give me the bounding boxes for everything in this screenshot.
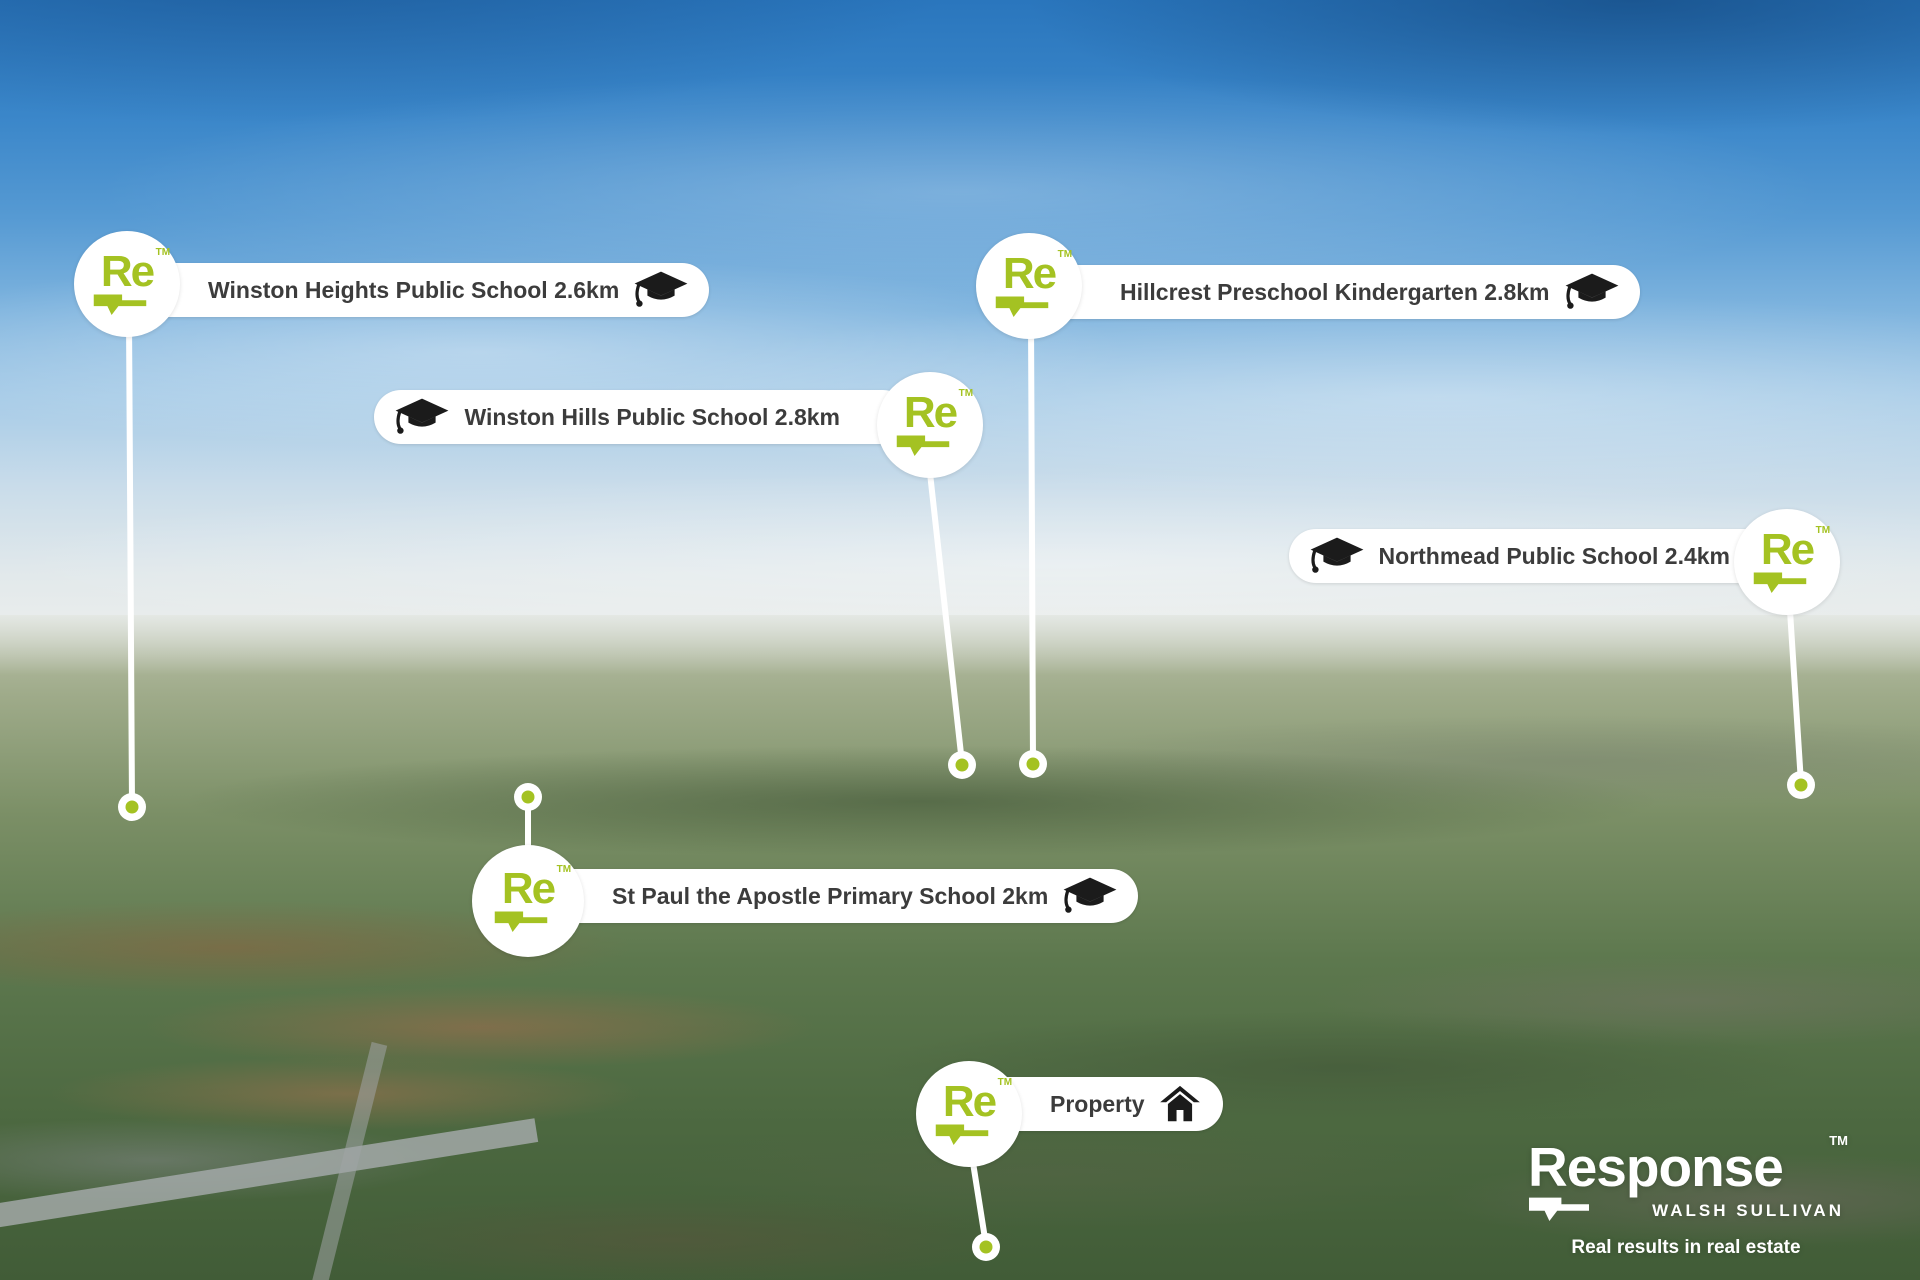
response-logo: Response TM WALSH SULLIVAN Real results i… bbox=[1528, 1134, 1848, 1259]
marker-label: Property bbox=[1050, 1090, 1145, 1117]
re-logo-text: Re bbox=[100, 246, 155, 296]
graduation-cap-icon bbox=[396, 398, 449, 434]
marker-label: Hillcrest Preschool Kindergarten 2.8km bbox=[1120, 278, 1550, 305]
marker-line bbox=[1786, 592, 1804, 786]
re-badge: Re TM bbox=[976, 233, 1082, 339]
marker-label: St Paul the Apostle Primary School 2km bbox=[612, 882, 1049, 909]
tm-superscript: TM bbox=[155, 246, 171, 258]
map-dot bbox=[1787, 771, 1815, 799]
map-dot bbox=[118, 793, 146, 821]
marker-pill-winston-hills: Winston Hills Public School 2.8km bbox=[374, 390, 910, 444]
re-logo-underline bbox=[93, 294, 147, 316]
tm-superscript: TM bbox=[997, 1076, 1013, 1088]
re-logo-text: Re bbox=[501, 863, 556, 913]
marker-pill-winston-heights: Winston Heights Public School 2.6km bbox=[130, 263, 710, 317]
graduation-cap-icon bbox=[1565, 273, 1618, 309]
response-wordmark: Response bbox=[1528, 1136, 1784, 1198]
map-dot bbox=[948, 751, 976, 779]
re-badge: Re TM bbox=[74, 231, 180, 337]
home-icon bbox=[1159, 1085, 1200, 1122]
marker-line bbox=[126, 317, 135, 808]
response-tagline: Real results in real estate bbox=[1571, 1237, 1801, 1258]
response-subtitle: WALSH SULLIVAN bbox=[1652, 1201, 1844, 1220]
marker-label: Northmead Public School 2.4km bbox=[1378, 542, 1730, 569]
marker-pill-hillcrest: Hillcrest Preschool Kindergarten 2.8km bbox=[1032, 265, 1640, 319]
re-logo-underline bbox=[935, 1124, 989, 1146]
map-dot bbox=[1019, 750, 1047, 778]
re-logo-underline bbox=[1753, 572, 1807, 594]
map-dot bbox=[514, 783, 542, 811]
re-logo-text: Re bbox=[1760, 524, 1815, 574]
tm-superscript: TM bbox=[1815, 524, 1831, 536]
marker-label: Winston Hills Public School 2.8km bbox=[464, 403, 840, 430]
marker-pill-st-paul: St Paul the Apostle Primary School 2km bbox=[530, 869, 1139, 923]
marker-line bbox=[925, 452, 965, 766]
re-logo-underline bbox=[896, 435, 950, 457]
tm-superscript: TM bbox=[1829, 1133, 1848, 1148]
re-badge: Re TM bbox=[916, 1061, 1022, 1167]
graduation-cap-icon bbox=[1063, 877, 1117, 913]
marker-label: Winston Heights Public School 2.6km bbox=[208, 276, 620, 303]
tm-superscript: TM bbox=[958, 387, 974, 399]
re-logo-underline bbox=[995, 296, 1049, 318]
re-badge: Re TM bbox=[1734, 509, 1840, 615]
re-logo-text: Re bbox=[942, 1076, 997, 1126]
map-dots bbox=[118, 750, 1815, 1261]
marker-pill-northmead: Northmead Public School 2.4km bbox=[1288, 529, 1800, 583]
map-dot bbox=[972, 1233, 1000, 1261]
re-badge: Re TM bbox=[877, 372, 983, 478]
tm-superscript: TM bbox=[1057, 248, 1073, 260]
marker-line bbox=[1028, 317, 1036, 765]
re-badge: Re TM bbox=[472, 845, 584, 957]
response-logo-underline bbox=[1529, 1197, 1589, 1221]
tm-superscript: TM bbox=[556, 863, 572, 875]
re-logo-text: Re bbox=[903, 387, 958, 437]
re-logo-underline bbox=[494, 911, 548, 933]
graduation-cap-icon bbox=[1310, 537, 1363, 573]
graduation-cap-icon bbox=[634, 271, 688, 307]
re-logo-text: Re bbox=[1002, 248, 1057, 298]
